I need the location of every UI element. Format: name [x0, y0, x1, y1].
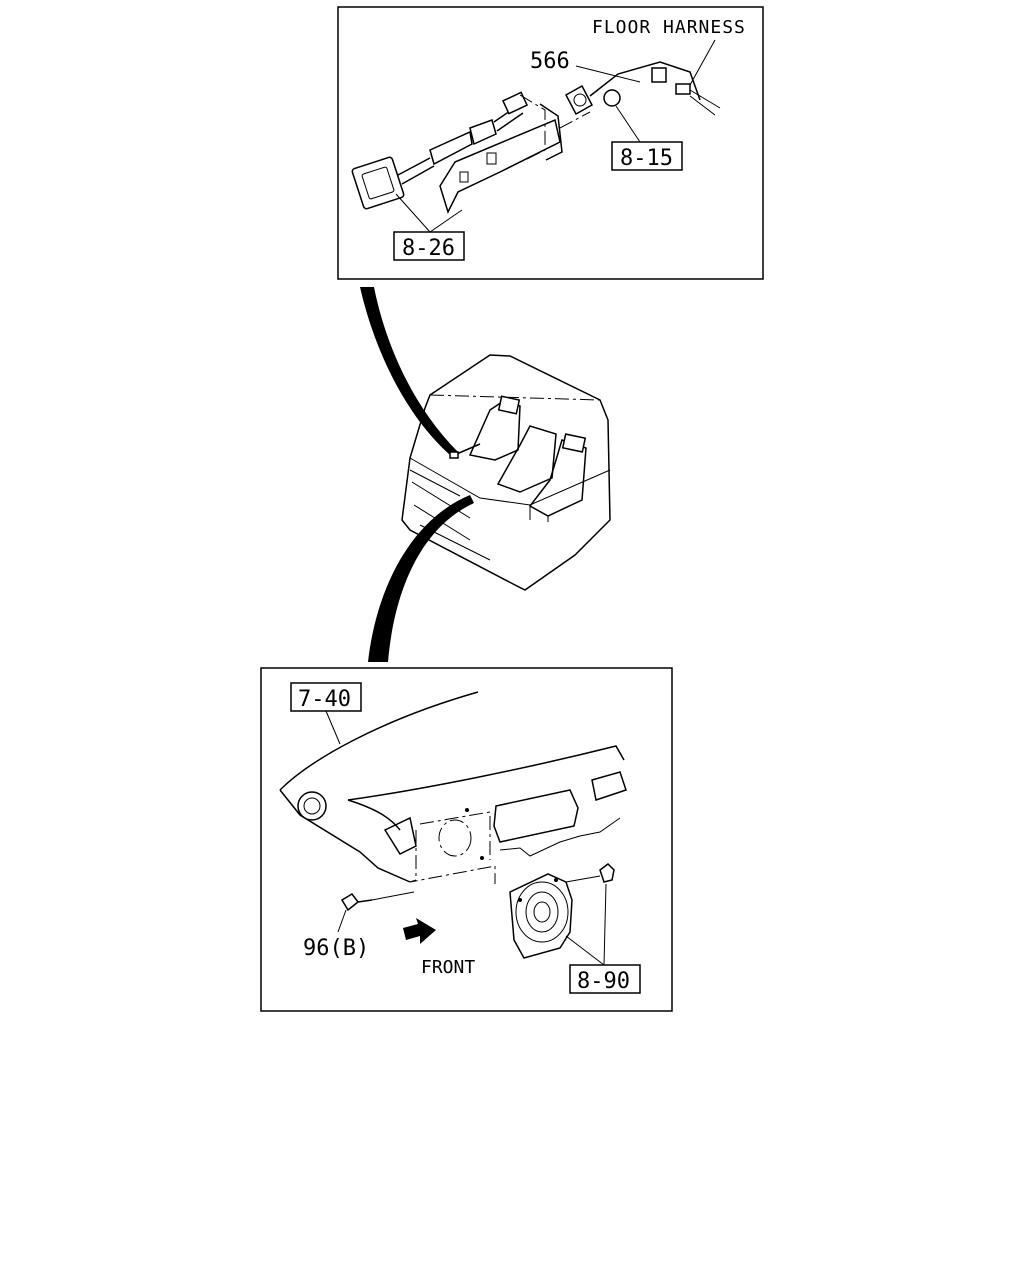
cab-overview	[401, 354, 611, 591]
ref-8-26-box	[393, 231, 465, 261]
bottom-detail-panel: 7-40 96(B) FRONT 8-90	[260, 667, 673, 1012]
screw-96b	[340, 891, 415, 912]
front-label: FRONT	[421, 957, 475, 978]
antenna-cable-assembly	[351, 91, 529, 210]
ref-8-90-label: 8-90	[577, 969, 630, 994]
floor-harness-label: FLOOR HARNESS	[592, 17, 746, 38]
ref-8-26-label: 8-26	[402, 236, 455, 261]
instrument-panel	[279, 691, 627, 884]
ref-8-90-box	[569, 964, 641, 994]
ref-7-40-label: 7-40	[298, 687, 351, 712]
pointer-bottom-curve	[368, 495, 474, 662]
speaker	[509, 873, 573, 959]
grommet-connector	[559, 61, 721, 129]
part-566-label: 566	[530, 49, 570, 74]
top-detail-panel: FLOOR HARNESS 566 8-15 8-26	[337, 6, 764, 280]
ref-8-15-label: 8-15	[620, 146, 673, 171]
part-96b-label: 96(B)	[303, 936, 369, 961]
front-arrow-icon	[403, 918, 436, 944]
mounting-bracket	[439, 94, 563, 215]
speaker-nut	[565, 863, 615, 883]
ref-8-15-box	[611, 141, 683, 171]
pointer-top-curve	[360, 287, 458, 455]
